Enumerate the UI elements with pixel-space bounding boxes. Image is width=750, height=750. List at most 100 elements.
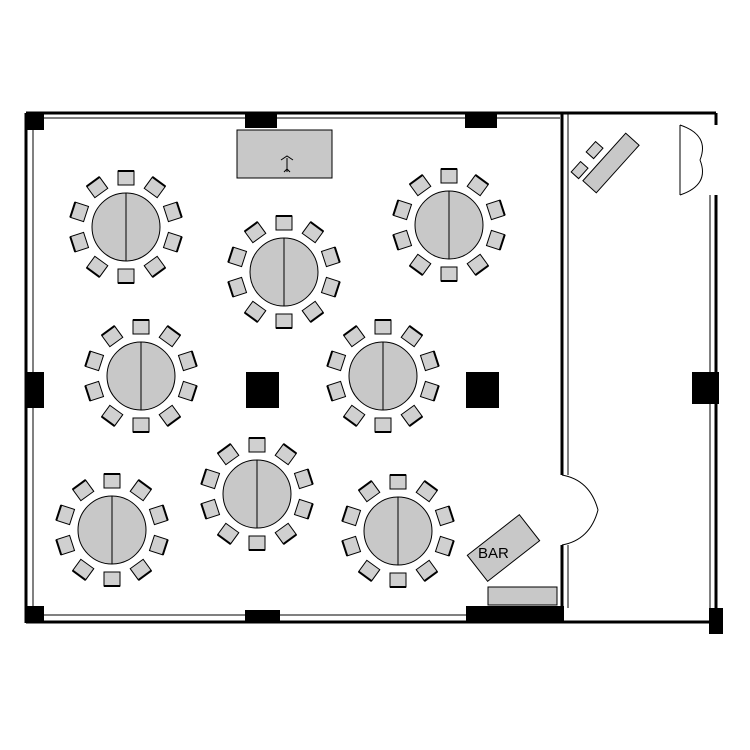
chair bbox=[85, 176, 109, 199]
chair-back bbox=[341, 505, 349, 522]
right-room-door bbox=[679, 124, 703, 196]
chair bbox=[158, 325, 182, 348]
chair bbox=[117, 268, 135, 284]
chair-back bbox=[341, 540, 349, 557]
round-table bbox=[326, 319, 440, 433]
chair-back bbox=[409, 264, 424, 276]
chair-back bbox=[282, 533, 297, 545]
chair bbox=[389, 474, 407, 490]
chair bbox=[400, 325, 424, 348]
chair bbox=[132, 417, 150, 433]
chair bbox=[100, 404, 124, 427]
chair-back bbox=[343, 415, 358, 427]
chair-back bbox=[166, 325, 181, 337]
chair-back bbox=[498, 234, 506, 251]
chair-back bbox=[306, 503, 314, 520]
chair bbox=[158, 404, 182, 427]
chair-back bbox=[84, 350, 92, 367]
chair bbox=[275, 313, 293, 329]
chair-back bbox=[72, 569, 87, 581]
chair-back bbox=[447, 505, 455, 522]
chair bbox=[216, 522, 240, 545]
chair bbox=[143, 255, 167, 278]
chair-back bbox=[190, 350, 198, 367]
chair-back bbox=[326, 385, 334, 402]
chair-back bbox=[151, 266, 166, 278]
chair bbox=[342, 404, 366, 427]
chair-back bbox=[244, 311, 259, 323]
chair bbox=[117, 170, 135, 186]
chair bbox=[408, 253, 432, 276]
chair-back bbox=[86, 176, 101, 188]
chair bbox=[466, 174, 490, 197]
chair-back bbox=[55, 539, 63, 556]
round-table bbox=[341, 474, 455, 588]
chair-back bbox=[166, 415, 181, 427]
chair-back bbox=[137, 479, 152, 491]
chair-back bbox=[423, 570, 438, 582]
chair-back bbox=[227, 246, 235, 263]
round-table bbox=[392, 168, 506, 282]
chair bbox=[400, 404, 424, 427]
chair bbox=[357, 480, 381, 503]
chair bbox=[415, 480, 439, 503]
chair-back bbox=[175, 236, 183, 253]
chair-back bbox=[343, 325, 358, 337]
chair bbox=[132, 319, 150, 335]
chair bbox=[374, 319, 392, 335]
head-table bbox=[236, 129, 333, 179]
chair bbox=[274, 522, 298, 545]
chair bbox=[440, 266, 458, 282]
chair-back bbox=[333, 281, 341, 298]
chair-back bbox=[392, 234, 400, 251]
chair bbox=[301, 300, 325, 323]
chair bbox=[408, 174, 432, 197]
chair-back bbox=[432, 385, 440, 402]
chair-back bbox=[217, 443, 232, 455]
chair bbox=[274, 443, 298, 466]
partition-door bbox=[561, 474, 599, 546]
chair-back bbox=[101, 325, 116, 337]
chair-back bbox=[392, 199, 400, 216]
chair bbox=[275, 215, 293, 231]
bar: BAR bbox=[466, 513, 558, 606]
chair bbox=[415, 559, 439, 582]
chair-back bbox=[306, 468, 314, 485]
chair-back bbox=[55, 504, 63, 521]
chair-back bbox=[408, 325, 423, 337]
chair bbox=[243, 300, 267, 323]
round-table bbox=[227, 215, 341, 329]
chair-back bbox=[69, 201, 77, 218]
chair-back bbox=[244, 221, 259, 233]
chair-back bbox=[309, 311, 324, 323]
chair-back bbox=[282, 443, 297, 455]
chair bbox=[374, 417, 392, 433]
round-table bbox=[55, 473, 169, 587]
chair bbox=[71, 479, 95, 502]
chair bbox=[216, 443, 240, 466]
chair-back bbox=[161, 504, 169, 521]
round-table bbox=[84, 319, 198, 433]
chair-back bbox=[309, 221, 324, 233]
chair bbox=[440, 168, 458, 184]
structural-columns bbox=[26, 113, 723, 634]
bar-label: BAR bbox=[478, 545, 509, 562]
chair bbox=[466, 253, 490, 276]
chair-back bbox=[358, 480, 373, 492]
chair bbox=[129, 479, 153, 502]
chair-back bbox=[432, 350, 440, 367]
chair-back bbox=[474, 264, 489, 276]
chair-back bbox=[200, 468, 208, 485]
chair-back bbox=[498, 199, 506, 216]
chair-back bbox=[447, 540, 455, 557]
chair bbox=[301, 221, 325, 244]
chair bbox=[248, 535, 266, 551]
round-tables bbox=[55, 168, 506, 588]
chair-back bbox=[333, 246, 341, 263]
chair-back bbox=[69, 236, 77, 253]
chair bbox=[85, 255, 109, 278]
round-table bbox=[200, 437, 314, 551]
chair bbox=[357, 559, 381, 582]
chair bbox=[143, 176, 167, 199]
chair-back bbox=[408, 415, 423, 427]
